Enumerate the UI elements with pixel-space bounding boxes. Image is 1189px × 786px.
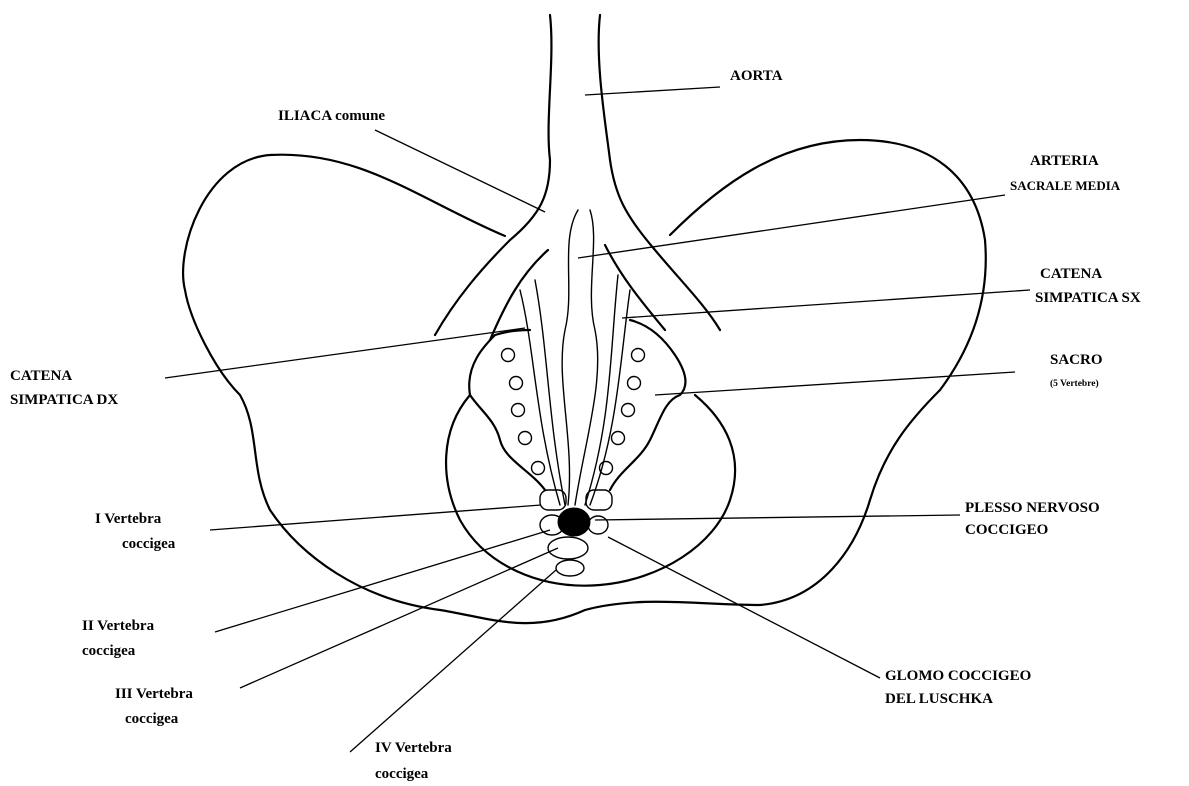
sympathetic-chain-right-side [520, 290, 560, 505]
coccygeal-vertebra-4 [556, 560, 584, 576]
sacral-foramen [612, 432, 625, 445]
coccygeal-nerve-plexus [558, 508, 590, 536]
label-vertebra-3-line1: III Vertebra [115, 686, 193, 702]
label-arteria-line2: SACRALE MEDIA [1010, 178, 1121, 193]
label-plesso-line1: PLESSO NERVOSO [965, 500, 1100, 516]
iliac-left-inner [490, 250, 548, 340]
sacral-foramen [512, 404, 525, 417]
leader-glomo [608, 537, 880, 678]
coccygeal-vertebra-1-right [586, 490, 612, 510]
label-vertebra-3-line2: coccigea [125, 711, 179, 727]
leader-vertebra-3 [240, 548, 558, 688]
label-catena-sx-line2: SIMPATICA SX [1035, 290, 1141, 306]
label-glomo-line1: GLOMO COCCIGEO [885, 668, 1031, 684]
leader-arteria [578, 195, 1005, 258]
leader-vertebra-4 [350, 570, 556, 752]
sacral-foramen [632, 349, 645, 362]
aorta-left-wall [435, 15, 551, 335]
label-catena-dx-line1: CATENA [10, 368, 72, 384]
sacral-foramen [519, 432, 532, 445]
coccygeal-vertebra-3 [548, 537, 588, 559]
median-sacral-artery-left [562, 210, 578, 505]
label-catena-sx-line1: CATENA [1040, 266, 1102, 282]
leader-vertebra-1 [210, 505, 541, 530]
leader-iliaca [375, 130, 545, 212]
label-catena-dx-line2: SIMPATICA DX [10, 392, 118, 408]
sacral-foramen [502, 349, 515, 362]
sacral-foramen [622, 404, 635, 417]
label-vertebra-4-line2: coccigea [375, 766, 429, 782]
sympathetic-chain-right-side-2 [535, 280, 565, 505]
label-vertebra-2-line2: coccigea [82, 643, 136, 659]
label-iliaca: ILIACA comune [278, 108, 385, 124]
leader-plesso [595, 515, 960, 520]
coccygeal-vertebra-2-right [588, 516, 608, 534]
leader-sacro [655, 372, 1015, 395]
label-sacro-line2: (5 Vertebre) [1050, 378, 1099, 389]
sacrum-outline [469, 320, 685, 490]
label-arteria-line1: ARTERIA [1030, 153, 1099, 169]
sacral-foramen [532, 462, 545, 475]
label-vertebra-2-line1: II Vertebra [82, 618, 155, 634]
sacral-foramen [628, 377, 641, 390]
label-glomo-line2: DEL LUSCHKA [885, 691, 993, 707]
label-sacro-line1: SACRO [1050, 352, 1103, 368]
label-vertebra-1-line2: coccigea [122, 536, 176, 552]
median-sacral-artery-right [575, 210, 598, 505]
label-vertebra-4-line1: IV Vertebra [375, 740, 452, 756]
leader-catena-sx [622, 290, 1030, 318]
sacral-foramen [510, 377, 523, 390]
leader-aorta [585, 87, 720, 95]
label-plesso-line2: COCCIGEO [965, 522, 1048, 538]
leader-vertebra-2 [215, 530, 550, 632]
label-aorta: AORTA [730, 68, 783, 84]
label-vertebra-1-line1: I Vertebra [95, 511, 162, 527]
